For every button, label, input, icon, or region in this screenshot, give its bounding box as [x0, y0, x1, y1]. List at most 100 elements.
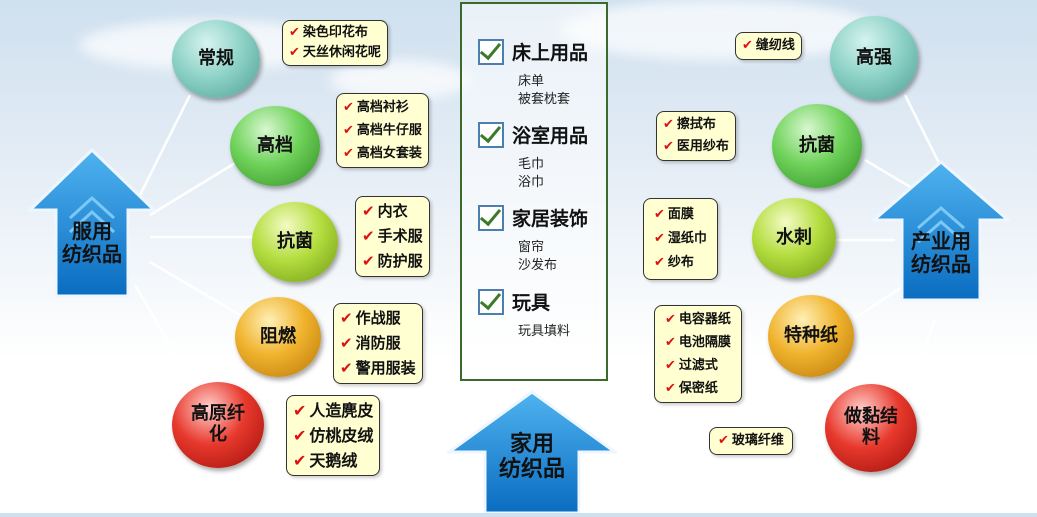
- node-high-strength: 高强: [830, 16, 918, 100]
- arrow-title-line: 家用: [509, 432, 554, 457]
- items-box-high-grade: ✔高档衬衫 ✔高档牛仔服 ✔高档女套装: [336, 93, 429, 168]
- checkbox-icon: [478, 204, 504, 231]
- arrow-title-line: 纺织品: [62, 242, 122, 266]
- items-box-flame-retardant: ✔作战服 ✔消防服 ✔警用服装: [333, 303, 423, 384]
- check-icon: ✔: [654, 207, 665, 222]
- node-antibacterial-industrial: 抗菌: [772, 104, 862, 188]
- list-item: ✔天鹅绒: [293, 451, 358, 470]
- list-item: ✔湿纸巾: [654, 231, 707, 246]
- checkbox-icon: [478, 121, 504, 148]
- category-item: 毛巾: [518, 157, 545, 172]
- items-box-antibacterial: ✔内衣 ✔手术服 ✔防护服: [355, 196, 430, 277]
- check-icon: ✔: [362, 202, 375, 220]
- check-icon: ✔: [362, 252, 375, 270]
- arrow-title-line: 产业用: [911, 229, 971, 253]
- category-title: 床上用品: [512, 42, 589, 64]
- node-label: 料: [862, 427, 880, 448]
- category-item: 玩具填料: [518, 324, 571, 339]
- category-item: 窗帘: [518, 240, 545, 255]
- list-item: ✔天丝休闲花呢: [289, 45, 381, 60]
- node-conventional: 常规: [172, 20, 260, 98]
- items-box-antibacterial-industrial: ✔擦拭布 ✔医用纱布: [656, 111, 736, 161]
- node-label: 高原纤: [191, 403, 245, 425]
- node-label: 高档: [257, 134, 293, 156]
- up-arrow-icon: [26, 147, 158, 298]
- items-box-bonding-material: ✔玻璃纤维: [709, 427, 793, 455]
- check-icon: ✔: [654, 255, 665, 270]
- category-bathroom: 浴室用品 毛巾 浴巾: [478, 121, 588, 192]
- items-box-high-strength: ✔缝纫线: [735, 32, 802, 60]
- check-icon: ✔: [293, 451, 307, 470]
- arrow-title-line: 纺织品: [911, 252, 971, 276]
- list-item: ✔电池隔膜: [665, 335, 731, 350]
- check-icon: ✔: [340, 359, 353, 377]
- list-item: ✔玻璃纤维: [718, 433, 784, 448]
- list-item: ✔擦拭布: [663, 117, 716, 132]
- node-label: 水刺: [776, 226, 812, 248]
- items-box-conventional: ✔染色印花布 ✔天丝休闲花呢: [282, 20, 388, 66]
- list-item: ✔仿桃皮绒: [293, 426, 374, 445]
- check-icon: ✔: [718, 433, 729, 448]
- home-textiles-arrow: 家用 纺织品: [444, 390, 620, 515]
- node-label: 特种纸: [784, 324, 838, 346]
- list-item: ✔医用纱布: [663, 139, 729, 154]
- list-item: ✔防护服: [362, 252, 423, 270]
- check-icon: ✔: [362, 227, 375, 245]
- category-title: 浴室用品: [512, 125, 589, 147]
- clothing-textiles-arrow: 服用 纺织品: [26, 147, 158, 298]
- node-flame-retardant: 阻燃: [235, 297, 321, 377]
- items-box-spunlace: ✔面膜 ✔湿纸巾 ✔纱布: [643, 198, 718, 280]
- node-label: 抗菌: [799, 134, 835, 156]
- check-icon: ✔: [293, 401, 307, 420]
- list-item: ✔面膜: [654, 207, 694, 222]
- arrow-title-line: 服用: [72, 219, 112, 243]
- list-item: ✔缝纫线: [742, 38, 795, 53]
- category-title: 玩具: [512, 292, 551, 314]
- list-item: ✔电容器纸: [665, 312, 731, 327]
- node-label: 阻燃: [260, 325, 296, 347]
- check-icon: ✔: [665, 335, 676, 350]
- list-item: ✔人造麂皮: [293, 401, 374, 420]
- node-label: 高强: [856, 46, 892, 68]
- node-fine-fiber: 高原纤 化: [172, 382, 264, 468]
- node-label: 化: [209, 424, 227, 445]
- items-box-fine-fiber: ✔人造麂皮 ✔仿桃皮绒 ✔天鹅绒: [286, 395, 381, 476]
- check-icon: ✔: [663, 117, 674, 132]
- category-item: 被套枕套: [518, 92, 571, 107]
- check-icon: ✔: [654, 231, 665, 246]
- node-spunlace: 水刺: [752, 198, 836, 278]
- category-item: 浴巾: [518, 175, 545, 190]
- list-item: ✔警用服装: [340, 359, 416, 377]
- category-item: 床单: [518, 74, 545, 89]
- check-icon: ✔: [343, 146, 354, 161]
- items-box-special-paper: ✔电容器纸 ✔电池隔膜 ✔过滤式 ✔保密纸: [654, 305, 742, 403]
- list-item: ✔保密纸: [665, 381, 718, 396]
- check-icon: ✔: [340, 309, 353, 327]
- check-icon: ✔: [663, 139, 674, 154]
- check-icon: ✔: [343, 123, 354, 138]
- home-textiles-panel: 床上用品 床单 被套枕套 浴室用品 毛巾 浴巾 家居装饰 窗帘 沙发布 玩具 玩…: [460, 2, 608, 381]
- check-icon: ✔: [289, 45, 300, 60]
- node-label: 抗菌: [277, 230, 313, 252]
- category-toys: 玩具 玩具填料: [478, 288, 570, 341]
- check-icon: ✔: [665, 312, 676, 327]
- category-bedding: 床上用品 床单 被套枕套: [478, 38, 588, 109]
- list-item: ✔过滤式: [665, 358, 718, 373]
- list-item: ✔纱布: [654, 255, 694, 270]
- check-icon: ✔: [293, 426, 307, 445]
- background-cloud: [560, 0, 880, 60]
- node-antibacterial: 抗菌: [252, 202, 338, 282]
- checkbox-icon: [478, 288, 504, 315]
- arrow-title-line: 纺织品: [498, 457, 565, 483]
- category-item: 沙发布: [518, 258, 558, 273]
- list-item: ✔内衣: [362, 202, 408, 220]
- up-arrow-icon: [869, 160, 1013, 302]
- list-item: ✔手术服: [362, 227, 423, 245]
- checkbox-icon: [478, 38, 504, 65]
- check-icon: ✔: [343, 100, 354, 115]
- node-label: 做黏结: [844, 406, 898, 428]
- list-item: ✔高档女套装: [343, 146, 422, 161]
- check-icon: ✔: [289, 25, 300, 40]
- list-item: ✔消防服: [340, 334, 401, 352]
